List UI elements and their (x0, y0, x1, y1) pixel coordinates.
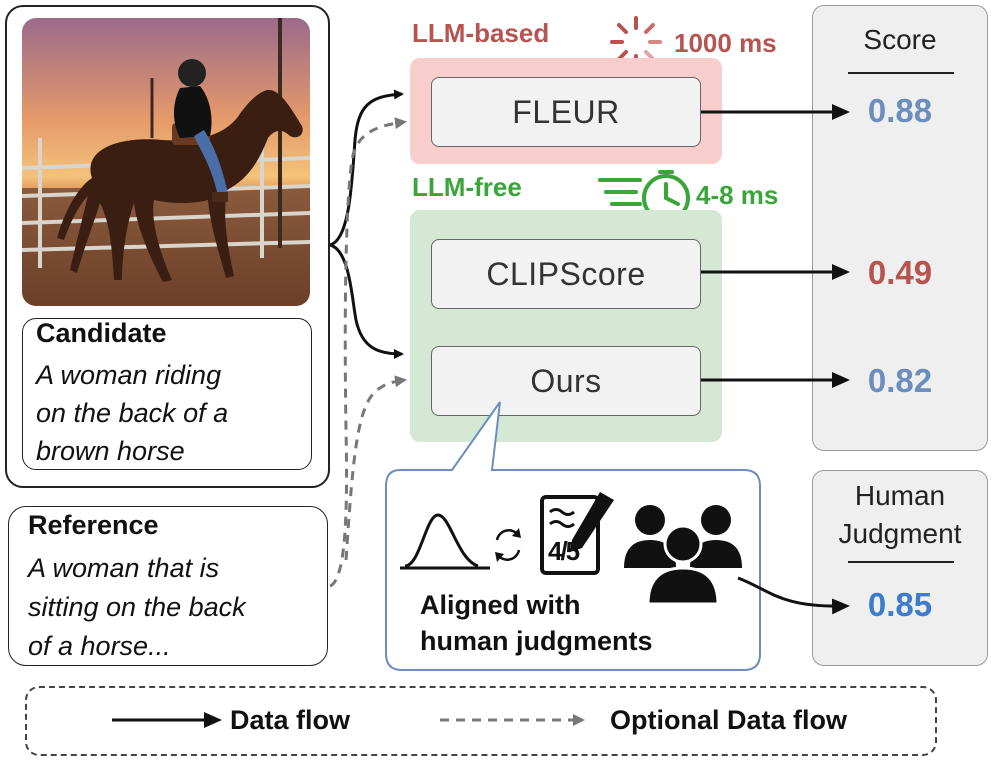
horse-rider-photo (22, 18, 310, 306)
ours-score: 0.82 (867, 362, 933, 399)
candidate-to-fleur-arrow (329, 89, 404, 247)
score-header: Score (863, 24, 937, 55)
candidate-to-ours-arrow (329, 243, 404, 359)
human-score: 0.85 (867, 586, 933, 623)
fleur-model-box[interactable]: FLEUR (431, 77, 701, 147)
llm-free-latency: 4-8 ms (696, 180, 779, 210)
candidate-line-2: on the back of a (36, 398, 229, 428)
clipscore-model-box[interactable]: CLIPScore (431, 239, 701, 309)
candidate-line-1: A woman riding (36, 360, 222, 390)
human-header-line-2: Judgment (838, 518, 962, 549)
clipscore-score: 0.49 (867, 254, 933, 291)
human-header-line-1: Human (854, 480, 946, 511)
legend-box (25, 686, 937, 756)
reference-line-2: sitting on the back (28, 592, 246, 622)
reference-line-1: A woman that is (28, 553, 220, 583)
human-judgment-panel (812, 470, 988, 666)
legend-solid-label: Data flow (230, 705, 351, 735)
llm-based-latency: 1000 ms (674, 28, 777, 58)
rating-text: 4/5 (548, 536, 580, 566)
candidate-line-3: brown horse (36, 436, 185, 466)
reference-card (8, 506, 328, 666)
reference-title: Reference (28, 510, 159, 540)
reference-line-3: of a horse... (28, 631, 171, 661)
legend-dashed-label: Optional Data flow (610, 705, 848, 735)
llm-based-label: LLM-based (412, 18, 550, 48)
callout-line-1: Aligned with (420, 590, 581, 620)
human-header-rule (848, 561, 954, 563)
llm-free-label: LLM-free (412, 172, 522, 202)
reference-to-fleur-dashed-arrow (329, 117, 407, 588)
fleur-score: 0.88 (867, 92, 933, 129)
candidate-caption-box (22, 318, 312, 470)
callout-line-2: human judgments (420, 626, 653, 656)
ours-model-box[interactable]: Ours (431, 346, 701, 416)
human-to-score-arrow (737, 576, 850, 615)
candidate-title: Candidate (36, 318, 167, 348)
score-header-rule (848, 72, 954, 74)
photo-illustration (22, 18, 310, 306)
